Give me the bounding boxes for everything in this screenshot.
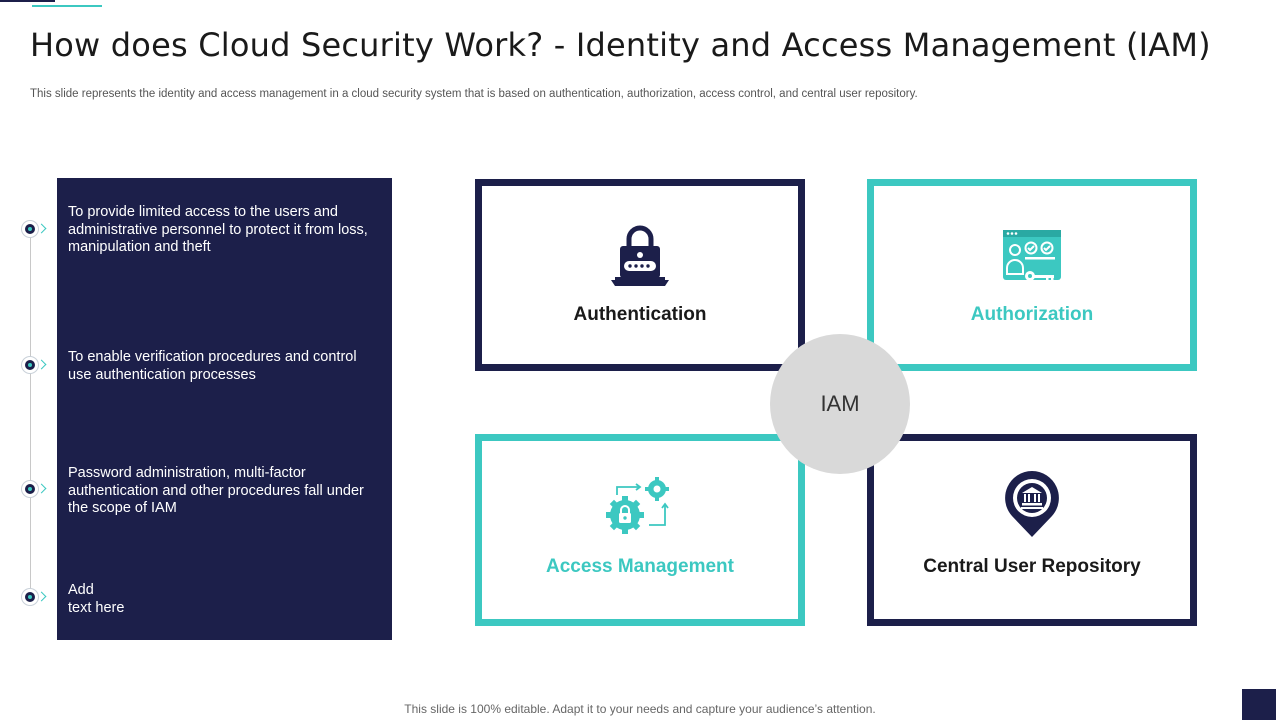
top-accent-dark: [0, 0, 55, 2]
access-authorization-icon: [1001, 226, 1063, 293]
left-panel: [57, 178, 392, 640]
timeline-dot: [22, 357, 38, 373]
slide-subtitle: This slide represents the identity and a…: [30, 88, 918, 100]
top-accent-teal: [32, 5, 102, 7]
access-management-box: Access Management: [475, 434, 805, 626]
access-management-label: Access Management: [546, 556, 734, 577]
panel-point: To provide limited access to the users a…: [68, 204, 368, 255]
timeline-line: [30, 228, 31, 598]
panel-point: To enable verification procedures and co…: [68, 349, 357, 383]
corner-square: [1242, 689, 1276, 720]
authorization-label: Authorization: [970, 304, 1094, 325]
chevron-right-icon: [36, 591, 47, 602]
central-user-repository-box: Central User Repository: [867, 434, 1197, 626]
chevron-right-icon: [36, 359, 47, 370]
bank-location-pin-icon: [1002, 469, 1062, 544]
laptop-lock-icon: [607, 224, 673, 295]
panel-point: Password administration, multi-factor au…: [68, 465, 364, 516]
slide-title: How does Cloud Security Work? - Identity…: [30, 26, 1211, 64]
iam-circle: IAM: [770, 334, 910, 474]
authentication-box: Authentication: [475, 179, 805, 371]
gears-lock-icon: [605, 475, 675, 546]
footer-note: This slide is 100% editable. Adapt it to…: [404, 702, 876, 716]
authentication-label: Authentication: [573, 304, 707, 325]
timeline-dot: [22, 589, 38, 605]
chevron-right-icon: [36, 483, 47, 494]
authorization-box: Authorization: [867, 179, 1197, 371]
chevron-right-icon: [36, 223, 47, 234]
panel-point: Add text here: [68, 582, 125, 616]
iam-label: IAM: [820, 391, 860, 416]
timeline-dot: [22, 481, 38, 497]
timeline-dot: [22, 221, 38, 237]
central-user-repository-label: Central User Repository: [923, 556, 1141, 577]
